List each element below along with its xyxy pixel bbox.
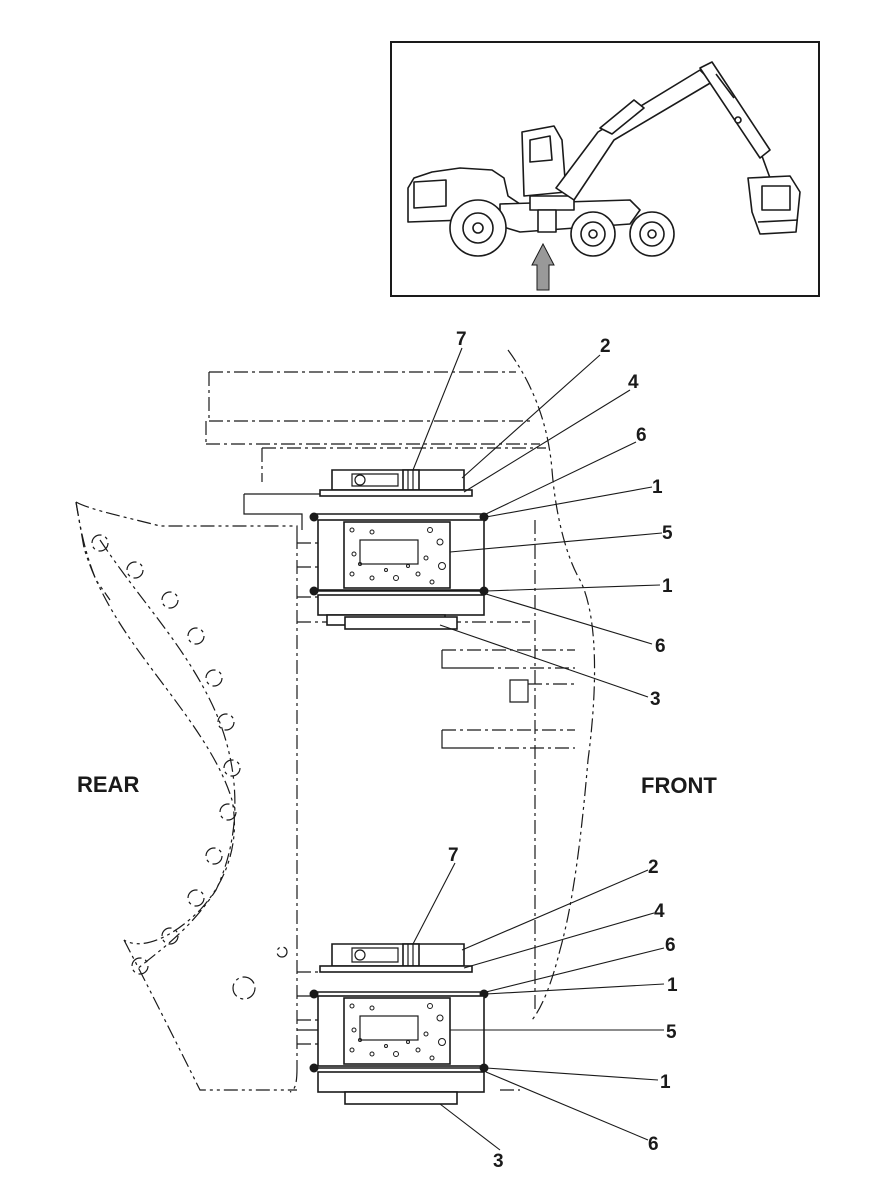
callout-1: 1 [660, 1072, 671, 1093]
callout-5: 5 [662, 523, 673, 544]
upper-leader-lines [412, 347, 663, 698]
callout-6: 6 [636, 425, 647, 446]
lower-leader-lines [412, 862, 665, 1151]
up-arrow-icon [531, 242, 555, 291]
callout-1: 1 [667, 975, 678, 996]
callout-3: 3 [493, 1151, 504, 1172]
upper-callouts: 7 2 4 6 1 5 1 6 3 [456, 329, 673, 710]
front-label: FRONT [641, 773, 717, 798]
callout-6: 6 [665, 935, 676, 956]
plate-holes [91, 534, 288, 1000]
callout-2: 2 [600, 336, 611, 357]
callout-1: 1 [662, 576, 673, 597]
lower-bearing-assembly [297, 943, 489, 1105]
machine-overview-inset [390, 41, 820, 297]
callout-6: 6 [648, 1134, 659, 1155]
callout-7: 7 [448, 845, 459, 866]
callout-7: 7 [456, 329, 467, 350]
callout-1: 1 [652, 477, 663, 498]
callout-6: 6 [655, 636, 666, 657]
rear-label: REAR [77, 772, 139, 797]
callout-4: 4 [654, 901, 665, 922]
harvester-machine-icon [407, 61, 801, 257]
callout-2: 2 [648, 857, 659, 878]
lower-callouts: 7 2 4 6 1 5 1 6 3 [448, 845, 678, 1172]
upper-bearing-assembly [243, 469, 489, 630]
callout-5: 5 [666, 1022, 677, 1043]
callout-4: 4 [628, 372, 639, 393]
frame-outline [75, 349, 596, 1093]
callout-3: 3 [650, 689, 661, 710]
